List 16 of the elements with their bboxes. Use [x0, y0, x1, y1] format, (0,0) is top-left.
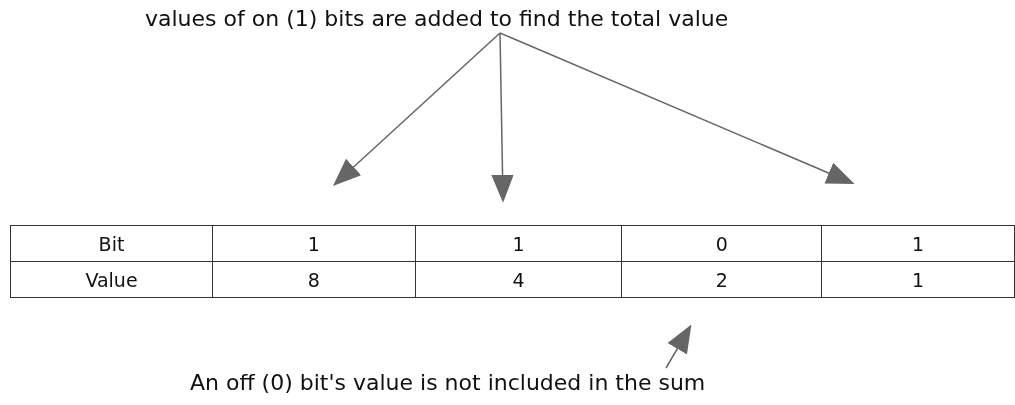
arrow — [665, 324, 692, 369]
table-cell: 0 — [621, 225, 822, 262]
table-cell: 1 — [212, 225, 416, 262]
table-cell: 1 — [821, 261, 1015, 298]
table-cell: 4 — [415, 261, 622, 298]
table-cell: 1 — [415, 225, 622, 262]
callout-text: An off (0) bit's value is not included in the sum — [190, 370, 706, 395]
arrow — [491, 32, 514, 203]
callout-text: values of on (1) bits are added to find the total value — [145, 6, 729, 31]
arrow — [499, 32, 855, 185]
table-cell: Value — [10, 261, 213, 298]
table-cell: 2 — [621, 261, 822, 298]
arrow — [332, 32, 501, 186]
table-cell: Bit — [10, 225, 213, 262]
table-cell: 8 — [212, 261, 416, 298]
table-cell: 1 — [821, 225, 1015, 262]
